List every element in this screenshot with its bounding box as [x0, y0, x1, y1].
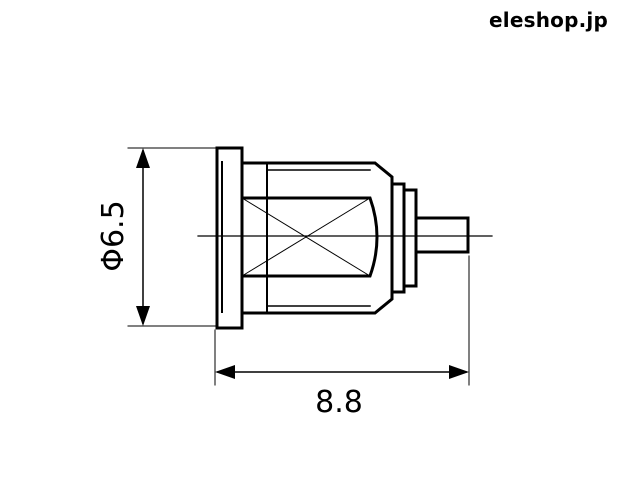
length-arrow-right — [449, 365, 469, 379]
flange — [215, 146, 244, 330]
center-pin — [414, 216, 470, 254]
collar-ring-outer — [390, 182, 406, 294]
hex-nut — [240, 196, 379, 278]
connector-body — [240, 161, 394, 315]
diameter-arrow-top — [136, 148, 150, 168]
collar-ring-inner — [402, 188, 418, 288]
diameter-arrow-bottom — [136, 306, 150, 326]
length-label: 8.8 — [315, 385, 363, 420]
length-arrow-left — [215, 365, 235, 379]
watermark-text: eleshop.jp — [489, 8, 608, 32]
diameter-label: Φ6.5 — [96, 200, 131, 271]
hex-cross-2 — [241, 197, 371, 277]
